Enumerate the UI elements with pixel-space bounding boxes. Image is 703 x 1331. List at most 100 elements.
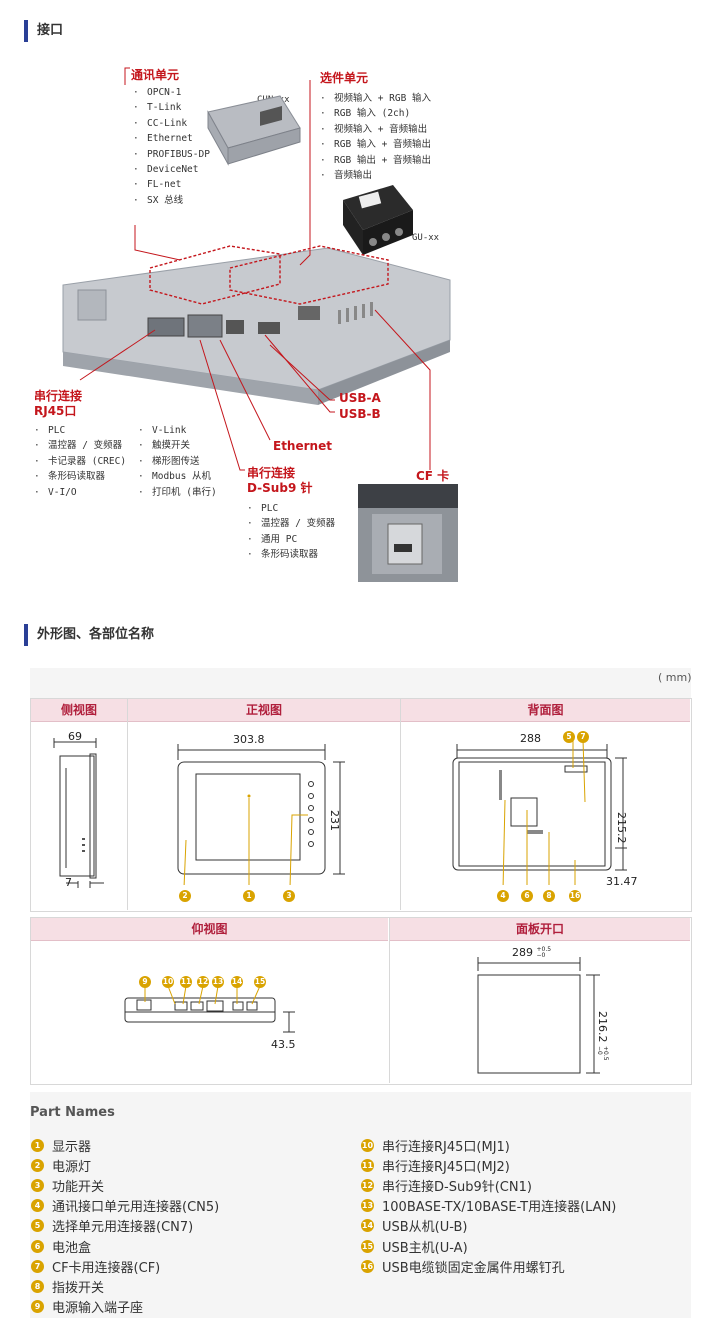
divider [400,699,401,910]
rj45-title-line1: 串行连接 [34,389,83,403]
part-label: USB从机(U-B) [382,1220,468,1236]
part-label: CF卡用连接器(CF) [52,1260,161,1276]
side-view-title: 侧视图 [31,699,127,722]
views-table-lower [30,917,692,1085]
list-item: RGB 输出 + 音频输出 [320,153,431,168]
part-number: 9 [31,1300,44,1314]
list-item: 条形码读取器 [247,547,335,562]
list-item: 9 电源输入端子座 [31,1297,219,1317]
back-view-drawing [452,740,627,885]
part-label: 电源输入端子座 [52,1301,144,1317]
part-label: USB主机(U-A) [382,1240,468,1256]
callout-badge: 12 [197,976,209,988]
part-label: 指拨开关 [52,1280,105,1296]
front-height-dim: 231 [328,810,341,831]
bottom-view-title: 仰视图 [31,918,388,941]
unit-label: ( mm) [658,671,692,684]
list-item: 10 串行连接RJ45口(MJ1) [361,1135,616,1155]
dsub-title-line1: 串行连接 [247,466,296,480]
device-back-photo [62,247,451,405]
panel-height-value: 216.2 [596,1011,609,1043]
part-label: 电源灯 [52,1159,92,1175]
front-view-drawing [177,744,345,885]
list-item: V-Link [138,423,217,438]
callout-badge: 11 [180,976,192,988]
list-item: 15 USB主机(U-A) [361,1236,616,1256]
part-number: 10 [361,1138,374,1152]
part-number: 5 [31,1219,44,1233]
part-label: 显示器 [52,1139,92,1155]
rj45-list-right: V-Link 触摸开关 梯形图传送 Modbus 从机 打印机 (串行) [138,423,217,500]
list-item: PLC [34,423,126,438]
list-item: Ethernet [133,131,210,146]
list-item: RGB 输入 (2ch) [320,106,431,121]
dsub-title-line2: D-Sub9 针 [247,481,313,495]
callout-badge: 3 [283,890,295,902]
usb-b-label: USB-B [339,407,381,421]
part-number: 14 [361,1219,374,1233]
panel-width-value: 289 [512,946,533,959]
divider [127,699,128,910]
list-item: 视频输入 + RGB 输入 [320,91,431,106]
part-number: 6 [31,1239,44,1253]
list-item: 视频输入 + 音频输出 [320,122,431,137]
part-label: 串行连接RJ45口(MJ1) [382,1139,510,1155]
side-width-dim: 69 [68,730,82,743]
part-number: 15 [361,1239,374,1253]
part-names-panel [30,1092,691,1318]
panel-width-tol-upper: +0.5 [536,946,552,953]
list-item: SX 总线 [133,193,210,208]
back-view-title: 背面图 [401,699,690,722]
section-title-outline: 外形图、各部位名称 [24,624,154,646]
dsub-title: 串行连接 D-Sub9 针 [247,466,312,496]
part-label: 串行连接D-Sub9针(CN1) [382,1179,532,1195]
list-item: CC-Link [133,116,210,131]
callout-badge: 1 [243,890,255,902]
list-item: 音频输出 [320,168,431,183]
list-item: 温控器 / 变频器 [34,438,126,453]
list-item: PROFIBUS-DP [133,147,210,162]
part-number: 16 [361,1259,374,1273]
list-item: 触摸开关 [138,438,217,453]
option-unit-photo [343,185,413,255]
back-bottom-dim: 31.47 [606,875,638,888]
ethernet-label: Ethernet [273,439,332,453]
callout-badge: 9 [139,976,151,988]
list-item: 条形码读取器 [34,469,126,484]
list-item: 卡记录器 (CREC) [34,454,126,469]
comm-unit-list: OPCN-1 T-Link CC-Link Ethernet PROFIBUS-… [133,85,210,208]
callout-badge: 7 [577,731,589,743]
side-depth-dim: 7 [65,876,72,889]
list-item: RGB 输入 + 音频输出 [320,137,431,152]
callout-badge: 6 [521,890,533,902]
list-item: OPCN-1 [133,85,210,100]
front-width-dim: 303.8 [233,733,265,746]
part-label: 功能开关 [52,1179,105,1195]
back-width-dim: 288 [520,732,541,745]
bottom-view-drawing [124,985,295,1033]
part-names-title: Part Names [30,1105,115,1120]
panel-width-tol-lower: −0 [536,952,546,959]
front-view-title: 正视图 [128,699,400,722]
callout-badge: 5 [563,731,575,743]
comm-unit-title: 通讯单元 [131,68,180,82]
callout-badge: 2 [179,890,191,902]
list-item: 14 USB从机(U-B) [361,1216,616,1236]
comm-unit-photo [207,95,301,166]
list-item: Modbus 从机 [138,469,217,484]
part-number: 8 [31,1279,44,1293]
unit-strip [30,668,691,698]
panel-width-dim: 289 +0.5 −0 [512,946,551,959]
list-item: 通用 PC [247,532,335,547]
panel-width-tolerance: +0.5 −0 [537,947,552,959]
